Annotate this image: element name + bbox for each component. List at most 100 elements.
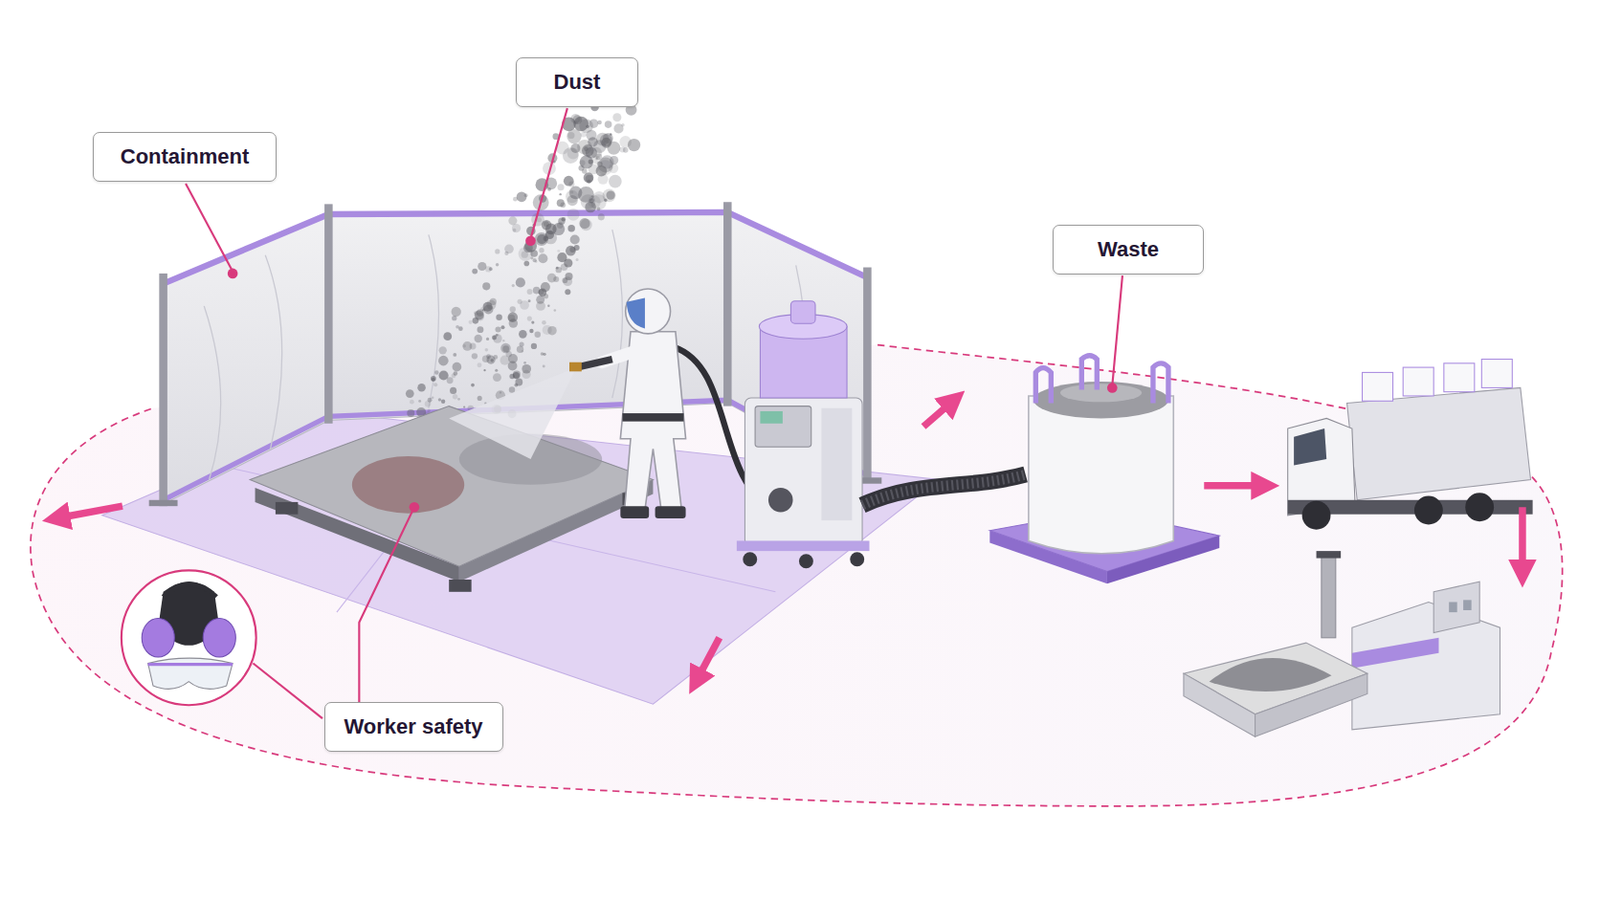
label-text: Worker safety [343, 714, 483, 740]
dust-cloud-part [588, 158, 594, 164]
dust-cloud [395, 81, 641, 470]
waste-bag-part [1060, 383, 1142, 402]
dust-cloud-part [430, 376, 437, 382]
dust-cloud-part [452, 353, 457, 357]
dust-cloud-part [560, 264, 568, 271]
dust-cloud-part [514, 378, 523, 387]
dust-cloud-part [512, 372, 520, 379]
dust-cloud-part [439, 370, 449, 380]
dust-cloud-part [523, 361, 527, 365]
callout-label: Worker safety [324, 702, 504, 753]
dust-cloud-part [608, 163, 619, 174]
dust-cloud-part [516, 346, 524, 354]
dust-cloud-part [486, 337, 489, 341]
dust-cloud-part [563, 176, 575, 187]
haul-truck-part [1465, 492, 1494, 522]
dust-cloud-part [500, 343, 512, 355]
dust-cloud-part [449, 387, 457, 395]
worker-part [569, 362, 582, 373]
callout-label: Containment [92, 132, 277, 182]
waste-bag-part [1035, 355, 1169, 404]
dust-cloud-part [538, 247, 544, 253]
label-text: Waste [1097, 237, 1159, 263]
dust-cloud-part [555, 266, 559, 270]
haul-truck [1288, 359, 1534, 531]
leader-dot-part [227, 268, 239, 280]
dust-cloud-part [527, 316, 533, 322]
worker-part [576, 359, 612, 369]
dust-cloud-part [512, 371, 521, 379]
dust-cloud-part [570, 190, 574, 194]
dust-cloud-part [486, 354, 491, 359]
ppe-inset-part [202, 619, 236, 659]
vacuum-unit [736, 301, 870, 570]
dust-cloud-part [424, 400, 431, 407]
dust-cloud-part [590, 175, 593, 178]
dust-cloud-part [570, 234, 580, 245]
vacuum-hose-part [862, 474, 1026, 506]
spray-jet-part [448, 367, 577, 460]
waste-bag-part [1028, 396, 1174, 555]
dust-cloud-part [535, 301, 546, 312]
dust-cloud-part [531, 320, 534, 324]
disposal-facility-part [1321, 555, 1336, 638]
worker-part [626, 298, 645, 330]
vacuum-unit-part [736, 540, 870, 552]
dust-cloud-part [433, 382, 438, 387]
containment-wall-part [203, 229, 806, 480]
callout-label: Dust [515, 57, 639, 108]
dust-cloud-part [510, 306, 516, 312]
dust-cloud-part [609, 133, 612, 135]
dust-cloud-part [508, 216, 517, 225]
vacuum-unit-part [821, 408, 852, 521]
dust-cloud-part [471, 353, 478, 359]
dust-cloud-part [438, 355, 449, 367]
dust-cloud-part [515, 277, 526, 288]
dust-cloud-part [529, 329, 534, 334]
dust-cloud-part [494, 248, 500, 254]
dust-cloud-part [434, 370, 439, 375]
dust-cloud-part [598, 174, 609, 185]
dust-cloud-part [453, 371, 459, 377]
dust-cloud-part [441, 400, 445, 404]
dust-cloud-part [452, 394, 458, 400]
vacuum-unit-part [755, 406, 812, 448]
spray-jet [448, 367, 577, 460]
dust-cloud-part [417, 383, 426, 393]
haul-truck-part [1362, 372, 1394, 401]
dust-cloud-part [554, 309, 557, 312]
dust-cloud-part [480, 307, 485, 312]
leader-line-part [185, 183, 233, 272]
dust-cloud-part [462, 341, 472, 352]
dust-cloud-part [579, 219, 592, 231]
dust-cloud-part [540, 352, 545, 356]
containment-wall-part [723, 201, 733, 406]
disposal-facility-part [1316, 551, 1342, 558]
dust-cloud-part [443, 332, 452, 341]
vacuum-hose [862, 474, 1026, 506]
dust-cloud-part [556, 252, 567, 263]
dust-cloud-part [511, 284, 515, 288]
dust-cloud-part [547, 273, 557, 284]
dust-cloud-part [446, 377, 454, 384]
dust-cloud-part [542, 365, 546, 369]
disposal-facility-part [1352, 638, 1440, 669]
dust-cloud-part [476, 326, 484, 334]
vacuum-unit-part [759, 411, 782, 424]
dust-cloud-part [477, 396, 483, 401]
dust-cloud-part [491, 334, 497, 340]
disposal-facility-part [1433, 581, 1480, 633]
dust-cloud-part [567, 224, 575, 233]
leader-dot-part [1107, 382, 1118, 394]
dust-cloud-part [602, 188, 617, 202]
haul-truck-part [1302, 501, 1332, 531]
vacuum-unit-part [742, 552, 757, 567]
flow-arrow-part [1203, 482, 1266, 489]
contaminated-plate-part [352, 456, 465, 514]
disposal-facility [1183, 551, 1501, 737]
dust-cloud-part [612, 112, 622, 122]
dust-cloud-part [431, 396, 435, 400]
dust-cloud-part [509, 386, 515, 393]
containment-wall-part [863, 267, 872, 483]
containment-wall-part [149, 500, 178, 507]
